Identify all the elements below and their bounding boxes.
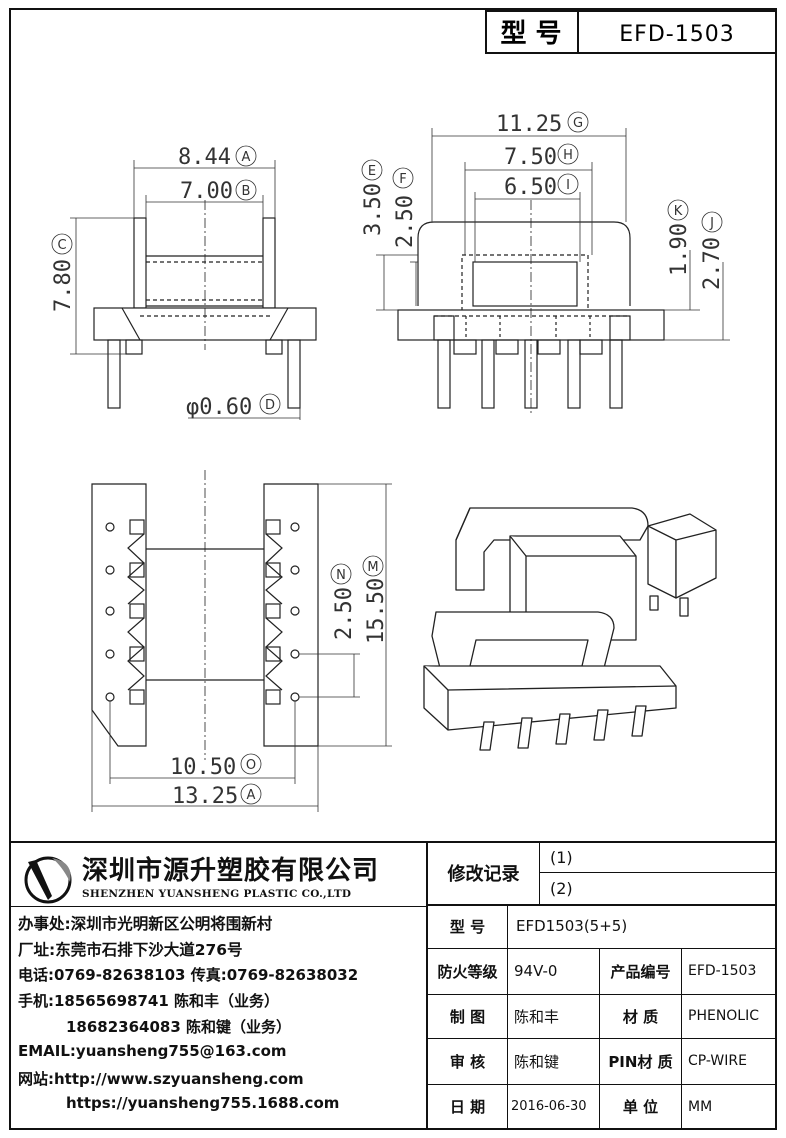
top-view <box>91 470 319 760</box>
company-info-block: 深圳市源升塑胶有限公司 SHENZHEN YUANSHENG PLASTIC C… <box>10 842 428 1129</box>
mobile-2: 18682364083 陈和键（业务） <box>66 1018 292 1036</box>
date-label: 日 期 <box>428 1084 508 1129</box>
dim-o-tag <box>240 753 262 775</box>
top-view-dimensions <box>91 483 392 812</box>
product-no-label: 产品编号 <box>600 948 682 994</box>
dim-a-value: 8.44 <box>178 145 231 170</box>
email-link[interactable]: EMAIL:yuansheng755@163.com <box>18 1042 287 1060</box>
drawn-value: 陈和丰 <box>508 994 600 1038</box>
dim-j-value: 2.70 <box>700 237 725 290</box>
office-address: 办事处:深圳市光明新区公明将围新村 <box>18 915 273 933</box>
dim-k-tag <box>667 199 689 221</box>
dim-h-value: 7.50 <box>504 145 557 170</box>
dim-f-tag-label: F <box>399 172 406 187</box>
dim-m-tag-label: M <box>367 560 378 575</box>
dim-a2-tag <box>240 783 262 805</box>
product-no-value: EFD-1503 <box>688 963 757 979</box>
dim-c-tag <box>51 233 73 255</box>
pin-material-value: CP-WIRE <box>688 1053 747 1069</box>
model-value: EFD1503(5+5) <box>516 917 628 935</box>
dim-m-value: 15.50 <box>364 578 389 644</box>
dim-h-tag-label: H <box>563 148 573 163</box>
dim-d-value: φ0.60 <box>186 395 252 420</box>
fire-rating-value: 94V-0 <box>508 948 600 994</box>
dim-b-tag-label: B <box>242 184 251 199</box>
dim-a-tag-label: A <box>242 150 251 165</box>
title-model-label: 型 号 <box>500 19 561 49</box>
dim-g-value: 11.25 <box>496 112 562 137</box>
company-name-en: SHENZHEN YUANSHENG PLASTIC CO.,LTD <box>82 888 352 900</box>
fire-rating-label: 防火等级 <box>428 948 508 994</box>
dim-a-tag <box>235 145 257 167</box>
website-link-2[interactable]: https://yuansheng755.1688.com <box>66 1094 340 1112</box>
sheet-border <box>9 8 777 1130</box>
dim-e-tag <box>361 159 383 181</box>
dim-a2-value: 13.25 <box>172 784 238 809</box>
factory-address: 厂址:东莞市石排下沙大道276号 <box>18 941 243 959</box>
dim-f-value: 2.50 <box>393 195 418 248</box>
revision-1: (1) <box>540 842 776 873</box>
side-view-dimensions <box>376 128 730 341</box>
material-label: 材 质 <box>600 994 682 1038</box>
drawn-label: 制 图 <box>428 994 508 1038</box>
dim-g-tag-label: G <box>573 116 583 131</box>
unit-value: MM <box>688 1098 713 1115</box>
isometric-view <box>423 507 717 751</box>
company-logo <box>22 852 78 906</box>
dim-n-tag-label: N <box>336 568 346 583</box>
company-name-cn: 深圳市源升塑胶有限公司 <box>82 856 380 886</box>
model-label: 型 号 <box>428 904 508 948</box>
dim-e-value: 3.50 <box>361 183 386 236</box>
dim-d-tag-label: D <box>265 398 275 413</box>
title-block: 型 号 EFD-1503 <box>485 10 777 54</box>
dim-h-tag <box>557 143 579 165</box>
revision-2: (2) <box>550 879 573 898</box>
mobile-1: 手机:18565698741 陈和丰（业务） <box>18 992 280 1010</box>
material-value: PHENOLIC <box>688 1008 760 1024</box>
dim-j-tag-label: J <box>709 216 714 231</box>
spec-table: 修改记录 (1) (2) 型 号 EFD1503(5+5) 防火等级 94V-0… <box>428 842 776 1129</box>
pin-material-label: PIN材 质 <box>600 1038 682 1084</box>
dim-o-tag-label: O <box>246 758 256 773</box>
front-view <box>93 200 317 409</box>
dim-n-tag <box>330 563 352 585</box>
title-model-value: EFD-1503 <box>619 22 734 47</box>
phone-fax: 电话:0769-82638103 传真:0769-82638032 <box>18 966 359 984</box>
dim-c-tag-label: C <box>57 238 66 253</box>
dim-j-tag <box>701 211 723 233</box>
dim-m-tag <box>362 555 384 577</box>
front-view-dimensions <box>70 160 301 420</box>
dim-c-value: 7.80 <box>51 259 76 312</box>
dim-o-value: 10.50 <box>170 755 236 780</box>
dim-i-tag-label: I <box>566 178 570 193</box>
side-view <box>397 200 665 415</box>
dim-k-value: 1.90 <box>667 223 692 276</box>
dim-i-value: 6.50 <box>504 175 557 200</box>
unit-label: 单 位 <box>600 1084 682 1129</box>
dim-k-tag-label: K <box>674 204 683 219</box>
dim-f-tag <box>392 167 414 189</box>
dim-g-tag <box>567 111 589 133</box>
check-value: 陈和键 <box>508 1038 600 1084</box>
revision-label: 修改记录 <box>428 842 540 904</box>
dim-i-tag <box>557 173 579 195</box>
check-label: 审 核 <box>428 1038 508 1084</box>
date-value: 2016-06-30 <box>508 1084 600 1129</box>
dim-b-tag <box>235 179 257 201</box>
dim-a2-tag-label: A <box>247 788 256 803</box>
dim-b-value: 7.00 <box>180 179 233 204</box>
dim-d-tag <box>259 393 281 415</box>
dim-e-tag-label: E <box>368 164 376 179</box>
dim-n-value: 2.50 <box>332 587 357 640</box>
website-link-1[interactable]: 网站:http://www.szyuansheng.com <box>18 1070 304 1088</box>
